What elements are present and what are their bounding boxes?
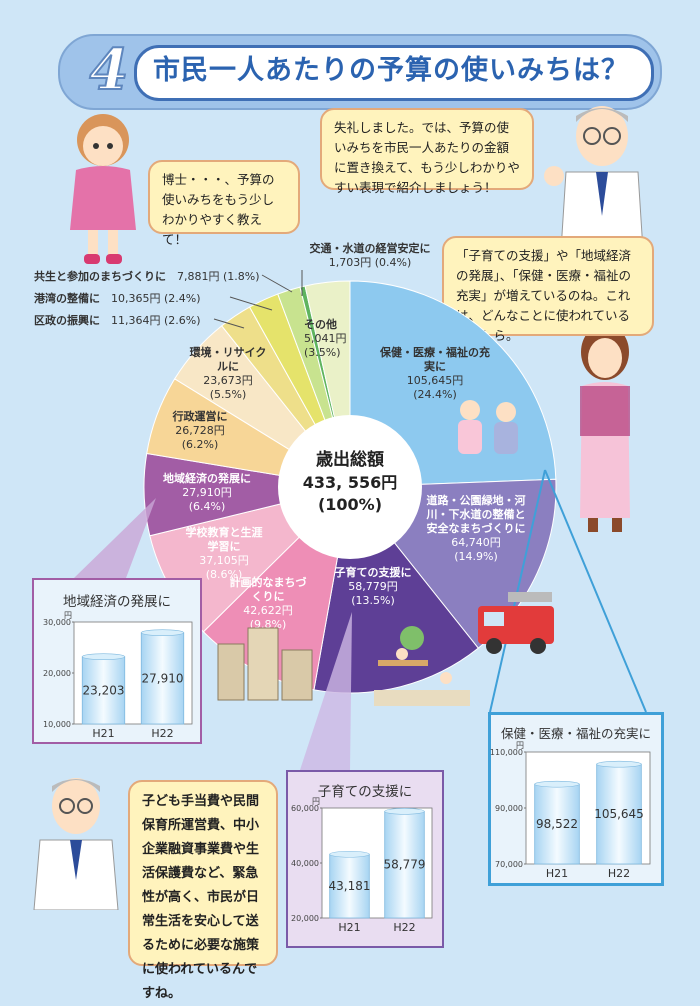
header-title-pill — [134, 45, 654, 101]
economy-connector — [74, 498, 156, 578]
bar3-ytick-2: 70,000 — [495, 860, 523, 869]
bar2-unit: 円 — [312, 797, 320, 806]
doctor-speech-bubble: 失礼しました。では、予算の使いみちを市民一人あたりの金額に置き換えて、もう少しわ… — [320, 108, 534, 195]
bar1-ytick-2: 10,000 — [43, 720, 71, 729]
inset-economy-title: 地域経済の発展に — [63, 594, 171, 610]
leader-line-participation — [261, 274, 293, 293]
section-number: 4 — [89, 36, 130, 104]
bar3-bar-cap-1 — [596, 760, 642, 768]
pie-center-label: 歳出総額 433, 556円 (100%) — [284, 448, 416, 516]
bar1-value-label-1: 27,910 — [142, 671, 184, 685]
bar2-ytick-0: 60,000 — [291, 804, 319, 813]
bar2-bar-0 — [329, 853, 370, 919]
doctor-explanation-bubble: 子ども手当費や民間保育所運営費、中小企業融資事業費や生活保護費など、緊急性が高く… — [128, 780, 278, 1001]
budget-pie-chart — [143, 280, 557, 694]
bar3-value-label-0: 98,522 — [536, 817, 578, 831]
bar2-value-label-0: 43,181 — [329, 879, 371, 893]
childcare-connector — [300, 612, 352, 770]
bar1-ytick-1: 20,000 — [43, 669, 71, 678]
bar2-ytick-2: 20,000 — [291, 914, 319, 923]
page-title: 市民一人あたりの予算の使いみちは？ — [153, 55, 629, 86]
girl-speech-bubble: 博士・・・、予算の使いみちをもう少しわかりやすく教えて！ — [148, 160, 300, 247]
bar1-xlabel-0: H21 — [92, 727, 114, 740]
woman-illustration — [580, 324, 630, 532]
bar3-xlabel-0: H21 — [546, 867, 568, 880]
bar3-ytick-1: 90,000 — [495, 804, 523, 813]
bar2-bar-1 — [384, 810, 425, 919]
leader-line-ward — [213, 318, 245, 329]
inset-health-title: 保健・医療・福祉の充実に — [500, 726, 651, 741]
pie-center-hole — [278, 415, 422, 559]
bar1-bar-0 — [81, 656, 126, 725]
health-connector-b — [544, 469, 647, 713]
bar3-value-label-1: 105,645 — [594, 807, 644, 821]
slice-label-participation: 共生と参加のまちづくりに 7,881円 (1.8%) — [34, 270, 260, 283]
park-illustration — [374, 626, 470, 706]
bar1-bar-cap-0 — [81, 653, 126, 660]
bar2-xlabel-0: H21 — [338, 921, 360, 934]
slice-label-transport: 交通・水道の経営安定に 1,703円 (0.4%) — [309, 242, 431, 269]
bar1-bar-1 — [140, 632, 185, 725]
bar3-unit: 円 — [516, 741, 524, 750]
health-connector-a — [489, 469, 546, 713]
bar3-bar-0 — [534, 783, 580, 865]
leader-line-port — [229, 296, 273, 311]
bar1-ytick-0: 30,000 — [43, 618, 71, 627]
slice-label-port: 港湾の整備に 10,365円 (2.4%) — [34, 292, 201, 305]
bar2-bar-cap-1 — [384, 808, 425, 815]
bar3-ytick-0: 110,000 — [490, 748, 523, 757]
bar2-bar-cap-0 — [329, 850, 370, 858]
bar3-xlabel-1: H22 — [608, 867, 630, 880]
pie-center-amount: 433, 556円 — [302, 473, 398, 492]
doctor-bottom-illustration — [33, 778, 119, 910]
pie-center-title: 歳出総額 — [316, 450, 384, 470]
bar2-xlabel-1: H22 — [393, 921, 415, 934]
bar3-bar-cap-0 — [534, 780, 580, 788]
buildings-illustration — [217, 627, 313, 701]
bar1-xlabel-1: H22 — [151, 727, 173, 740]
bar2-value-label-1: 58,779 — [384, 858, 426, 872]
girl-illustration — [70, 114, 136, 264]
bar1-value-label-0: 23,203 — [83, 683, 125, 697]
hospital-illustration — [458, 400, 518, 454]
bar2-ytick-1: 40,000 — [291, 859, 319, 868]
pie-center-percent: (100%) — [317, 495, 383, 514]
bar3-bar-1 — [596, 763, 642, 865]
bar1-unit: 円 — [64, 611, 72, 620]
slice-label-ward: 区政の振興に 11,364円 (2.6%) — [34, 314, 201, 327]
inset-childcare-title: 子育ての支援に — [317, 784, 413, 800]
fire-truck-illustration — [478, 592, 554, 654]
bar1-bar-cap-1 — [140, 629, 185, 636]
